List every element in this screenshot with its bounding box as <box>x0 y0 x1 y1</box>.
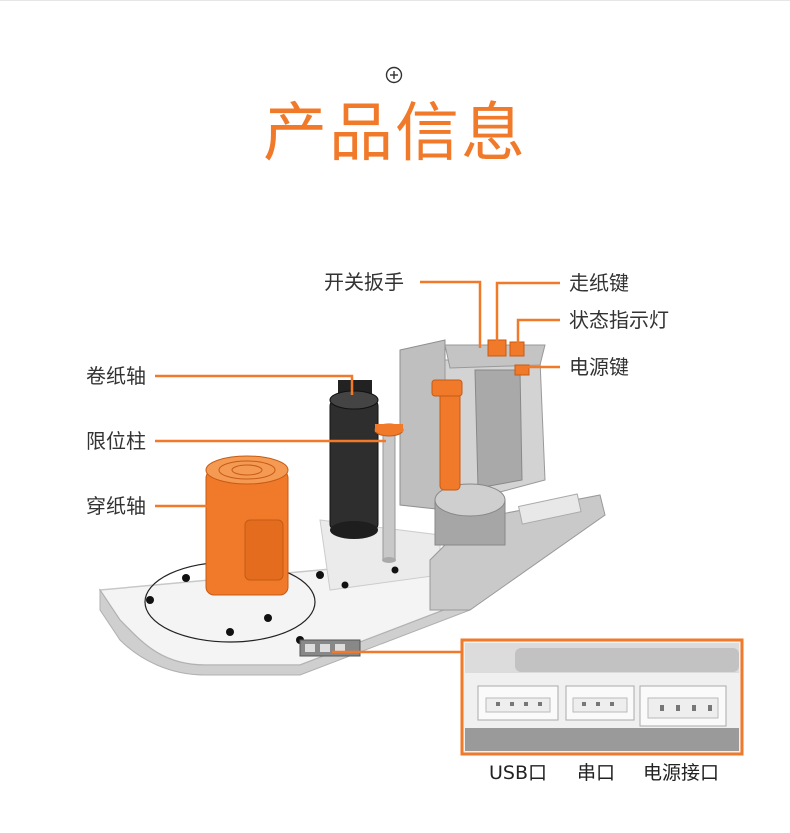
label-power-key: 电源键 <box>569 355 629 379</box>
usb-connector <box>477 685 559 721</box>
port-label-serial: 串口 <box>577 762 616 784</box>
top-divider <box>0 0 790 1</box>
label-switch-wrench: 开关扳手 <box>324 270 404 294</box>
port-label-usb: USB口 <box>489 762 548 784</box>
label-feed-shaft: 穿纸轴 <box>86 494 146 518</box>
label-limit-post: 限位柱 <box>86 429 146 453</box>
power-connector <box>639 685 727 727</box>
page-title: 产品信息 <box>263 97 527 171</box>
plus-circle-icon <box>385 66 403 84</box>
port-label-power: 电源接口 <box>643 762 720 784</box>
label-status-led: 状态指示灯 <box>569 308 669 332</box>
label-paper-feed-key: 走纸键 <box>569 271 629 295</box>
label-take-up-shaft: 卷纸轴 <box>86 364 146 388</box>
